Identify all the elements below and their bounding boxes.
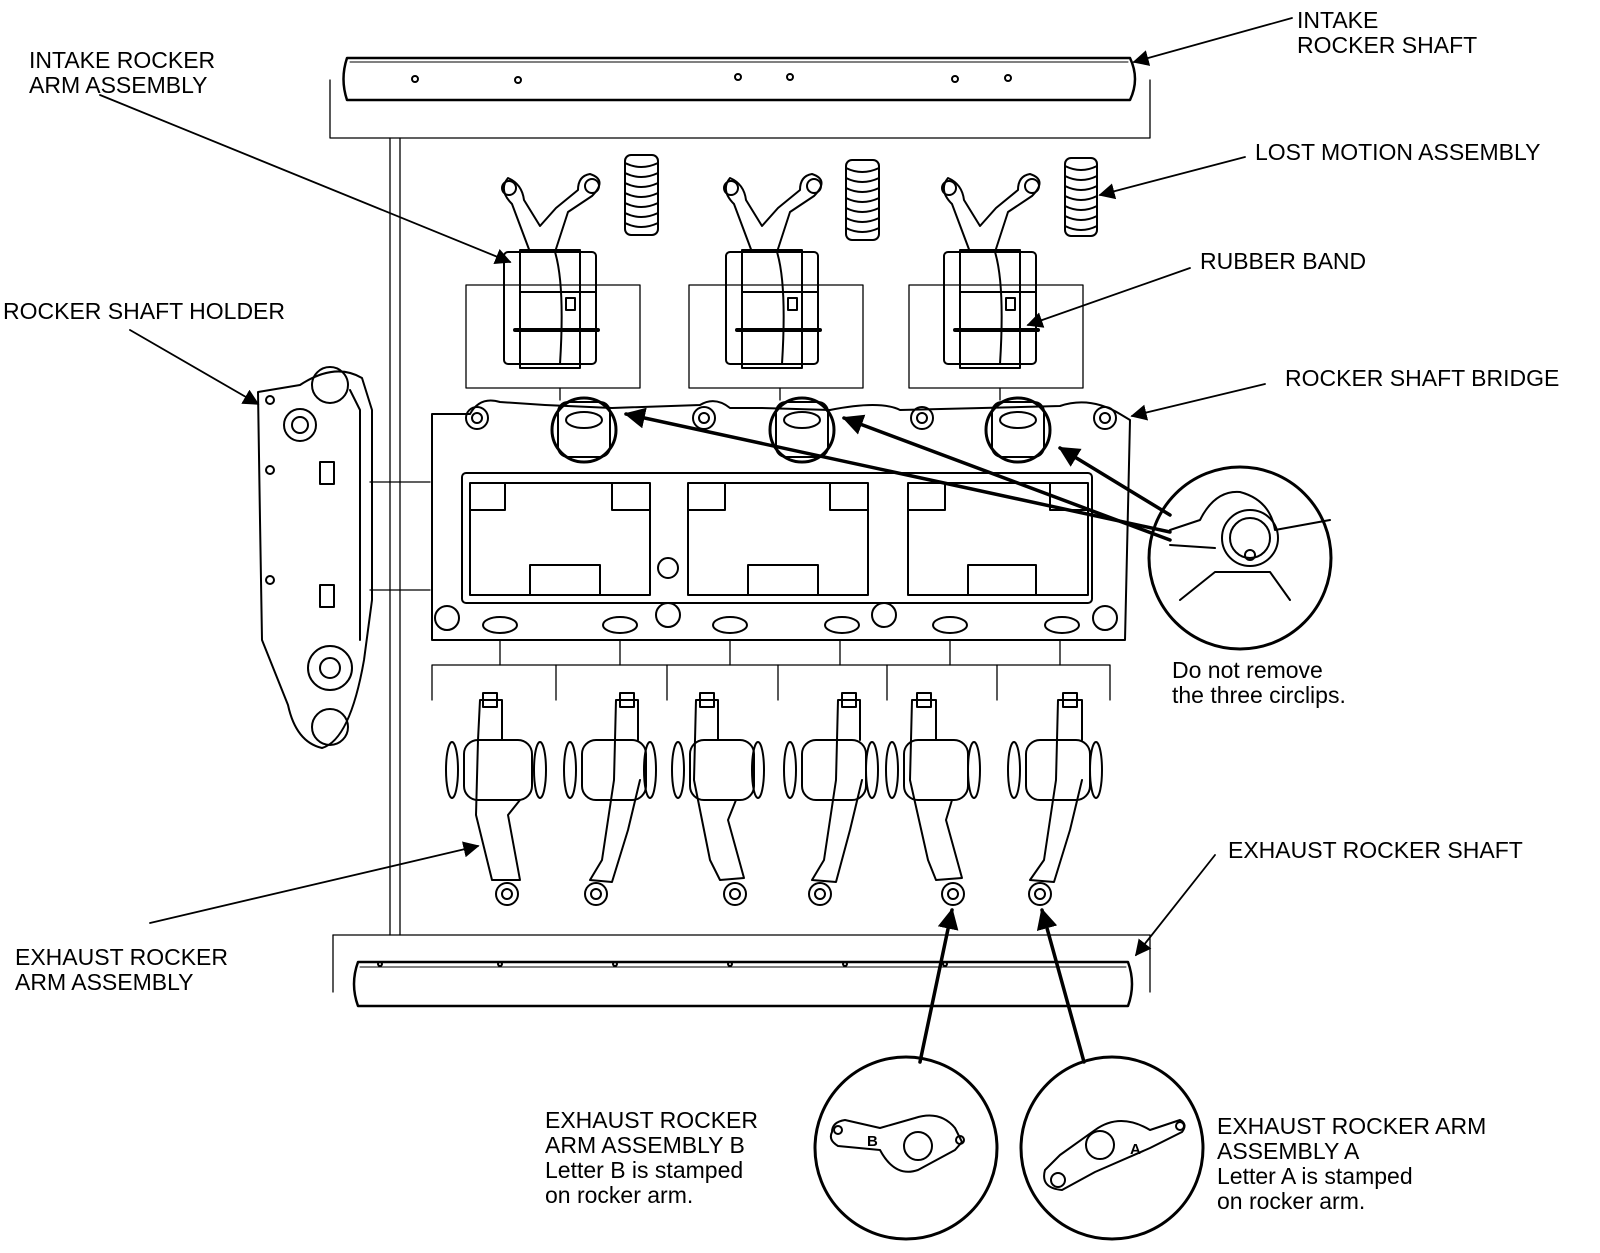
exhaust-arm-a-inset: A — [1019, 1055, 1205, 1241]
circlip-bosses — [557, 401, 1045, 458]
label-rocker-shaft-holder: ROCKER SHAFT HOLDER — [3, 298, 286, 324]
leader-intake-rocker-shaft — [1132, 17, 1293, 66]
label-exhaust-arm-b: EXHAUST ROCKER ARM ASSEMBLY B Letter B i… — [545, 1107, 759, 1208]
intake-rocker-arms — [501, 173, 1041, 369]
lost-motion-spring-3 — [1064, 157, 1098, 237]
leader-exhaust-rocker-shaft — [1134, 854, 1216, 957]
assembly-guide-lines — [329, 79, 1151, 993]
label-exhaust-rocker-arm-assembly: EXHAUST ROCKER ARM ASSEMBLY — [15, 944, 229, 995]
leader-rocker-shaft-bridge — [1130, 383, 1266, 421]
exhaust-rocker-shaft — [352, 960, 1134, 1008]
label-exhaust-arm-a: EXHAUST ROCKER ARM ASSEMBLY A Letter A i… — [1217, 1113, 1487, 1214]
rocker-shaft-bridge — [431, 396, 1131, 641]
label-circlip-note: Do not remove the three circlips. — [1172, 657, 1346, 708]
label-intake-rocker-shaft: INTAKE ROCKER SHAFT — [1297, 7, 1478, 58]
lost-motion-spring-1 — [624, 154, 659, 236]
intake-rocker-arm-3 — [941, 173, 1041, 369]
label-exhaust-rocker-shaft: EXHAUST ROCKER SHAFT — [1228, 837, 1523, 863]
bridge-bolt-pads — [482, 616, 1080, 634]
circlip-highlight-circles — [550, 396, 1052, 464]
exhaust-rocker-arm-1 — [445, 692, 547, 906]
exhaust-rocker-arm-4 — [783, 692, 879, 906]
intake-rocker-arm-1 — [501, 173, 601, 369]
lost-motion-springs — [624, 154, 1098, 241]
exhaust-rocker-arm-5 — [885, 692, 981, 906]
stamp-letter-a: A — [1130, 1141, 1141, 1158]
label-intake-rocker-arm-assembly: INTAKE ROCKER ARM ASSEMBLY — [29, 47, 216, 98]
rocker-shaft-holder — [257, 366, 373, 749]
intake-rocker-arm-2 — [723, 173, 823, 369]
exhaust-rocker-arm-6 — [1007, 692, 1103, 906]
exhaust-rocker-arms — [445, 692, 1103, 906]
circlip-detail-inset — [1147, 465, 1333, 651]
exhaust-rocker-arm-3 — [671, 692, 765, 906]
lost-motion-spring-2 — [845, 159, 880, 241]
stamp-letter-b: B — [867, 1133, 878, 1150]
leader-intake-rocker-arm — [99, 94, 512, 265]
label-rubber-band: RUBBER BAND — [1200, 248, 1367, 274]
exhaust-arm-b-inset: B — [813, 1055, 999, 1241]
leader-lines — [99, 17, 1293, 957]
leader-lost-motion — [1098, 156, 1246, 200]
label-rocker-shaft-bridge: ROCKER SHAFT BRIDGE — [1285, 365, 1560, 391]
leader-rocker-shaft-holder — [129, 329, 260, 405]
label-lost-motion-assembly: LOST MOTION ASSEMBLY — [1255, 139, 1541, 165]
leader-rubber-band — [1026, 267, 1191, 328]
exhaust-inset-leader-lines — [918, 907, 1086, 1064]
exhaust-rocker-arm-2 — [563, 692, 657, 906]
circlip-leader-lines — [623, 407, 1172, 542]
leader-exhaust-rocker-arm — [149, 841, 480, 924]
intake-rocker-shaft — [342, 56, 1137, 102]
